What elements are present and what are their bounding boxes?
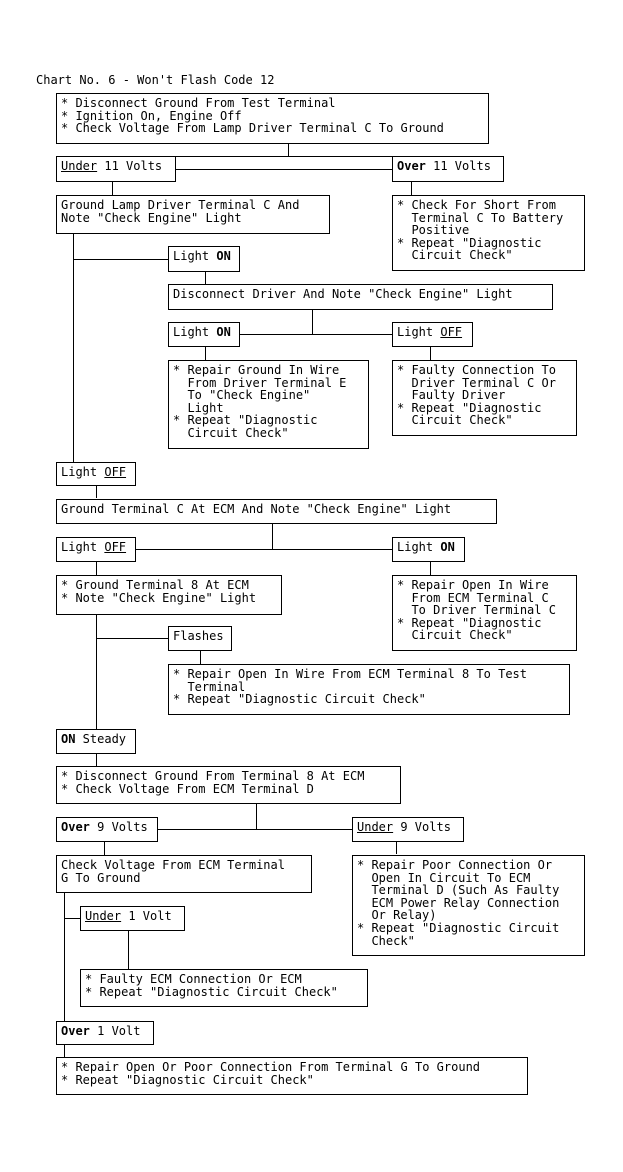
connector bbox=[411, 182, 412, 198]
connector bbox=[312, 310, 313, 334]
step-ground-terminal-8: * Ground Terminal 8 At ECM* Note "Check … bbox=[56, 575, 282, 615]
connector bbox=[96, 614, 97, 730]
action-repair-open-ecm-terminal-8: * Repair Open In Wire From ECM Terminal … bbox=[168, 664, 570, 715]
result-on-steady: ON Steady bbox=[56, 729, 136, 754]
connector bbox=[96, 754, 97, 766]
step-disconnect-ground-terminal-8: * Disconnect Ground From Terminal 8 At E… bbox=[56, 766, 401, 804]
connector bbox=[73, 259, 169, 260]
result-under-11-volts: Under 11 Volts bbox=[56, 156, 176, 182]
connector bbox=[96, 638, 169, 639]
connector bbox=[205, 346, 206, 360]
connector bbox=[134, 549, 393, 550]
connector bbox=[73, 234, 74, 462]
action-faulty-connection-driver: * Faulty Connection To Driver Terminal C… bbox=[392, 360, 577, 436]
connector bbox=[64, 1045, 65, 1057]
result-light-on: Light ON bbox=[168, 322, 240, 347]
connector bbox=[205, 272, 206, 284]
result-light-off: Light OFF bbox=[392, 322, 473, 347]
result-light-on: Light ON bbox=[392, 537, 465, 562]
connector bbox=[288, 144, 289, 156]
connector bbox=[430, 562, 431, 576]
connector bbox=[112, 182, 113, 198]
connector bbox=[176, 169, 392, 170]
connector bbox=[128, 931, 129, 969]
connector bbox=[200, 651, 201, 664]
connector bbox=[238, 334, 393, 335]
step-disconnect-ground-test-terminal: * Disconnect Ground From Test Terminal* … bbox=[56, 93, 489, 144]
chart-title: Chart No. 6 - Won't Flash Code 12 bbox=[36, 73, 275, 87]
result-flashes: Flashes bbox=[168, 626, 232, 651]
action-repair-open-ecm-terminal-c: * Repair Open In Wire From ECM Terminal … bbox=[392, 575, 577, 651]
step-disconnect-driver: Disconnect Driver And Note "Check Engine… bbox=[168, 284, 553, 310]
connector bbox=[64, 893, 65, 1021]
result-over-9-volts: Over 9 Volts bbox=[56, 817, 158, 842]
connector bbox=[430, 346, 431, 360]
connector bbox=[272, 524, 273, 549]
connector bbox=[112, 156, 412, 157]
connector bbox=[96, 562, 97, 576]
result-light-on: Light ON bbox=[168, 246, 240, 272]
action-faulty-ecm-connection: * Faulty ECM Connection Or ECM* Repeat "… bbox=[80, 969, 368, 1007]
result-light-off: Light OFF bbox=[56, 462, 136, 486]
action-check-short-terminal-c: * Check For Short From Terminal C To Bat… bbox=[392, 195, 585, 271]
action-repair-ground-driver-terminal-e: * Repair Ground In Wire From Driver Term… bbox=[168, 360, 369, 449]
connector bbox=[64, 918, 80, 919]
connector bbox=[157, 829, 352, 830]
action-repair-poor-connection-terminal-d: * Repair Poor Connection Or Open In Circ… bbox=[352, 855, 585, 956]
connector bbox=[96, 486, 97, 498]
step-ground-terminal-c-at-ecm: Ground Terminal C At ECM And Note "Check… bbox=[56, 499, 497, 524]
result-over-11-volts: Over 11 Volts bbox=[392, 156, 504, 182]
connector bbox=[104, 842, 105, 856]
result-over-1-volt: Over 1 Volt bbox=[56, 1021, 154, 1045]
result-under-9-volts: Under 9 Volts bbox=[352, 817, 464, 842]
connector bbox=[396, 842, 397, 854]
connector bbox=[256, 804, 257, 829]
result-light-off: Light OFF bbox=[56, 537, 136, 562]
result-under-1-volt: Under 1 Volt bbox=[80, 906, 185, 931]
action-repair-open-terminal-g: * Repair Open Or Poor Connection From Te… bbox=[56, 1057, 528, 1095]
